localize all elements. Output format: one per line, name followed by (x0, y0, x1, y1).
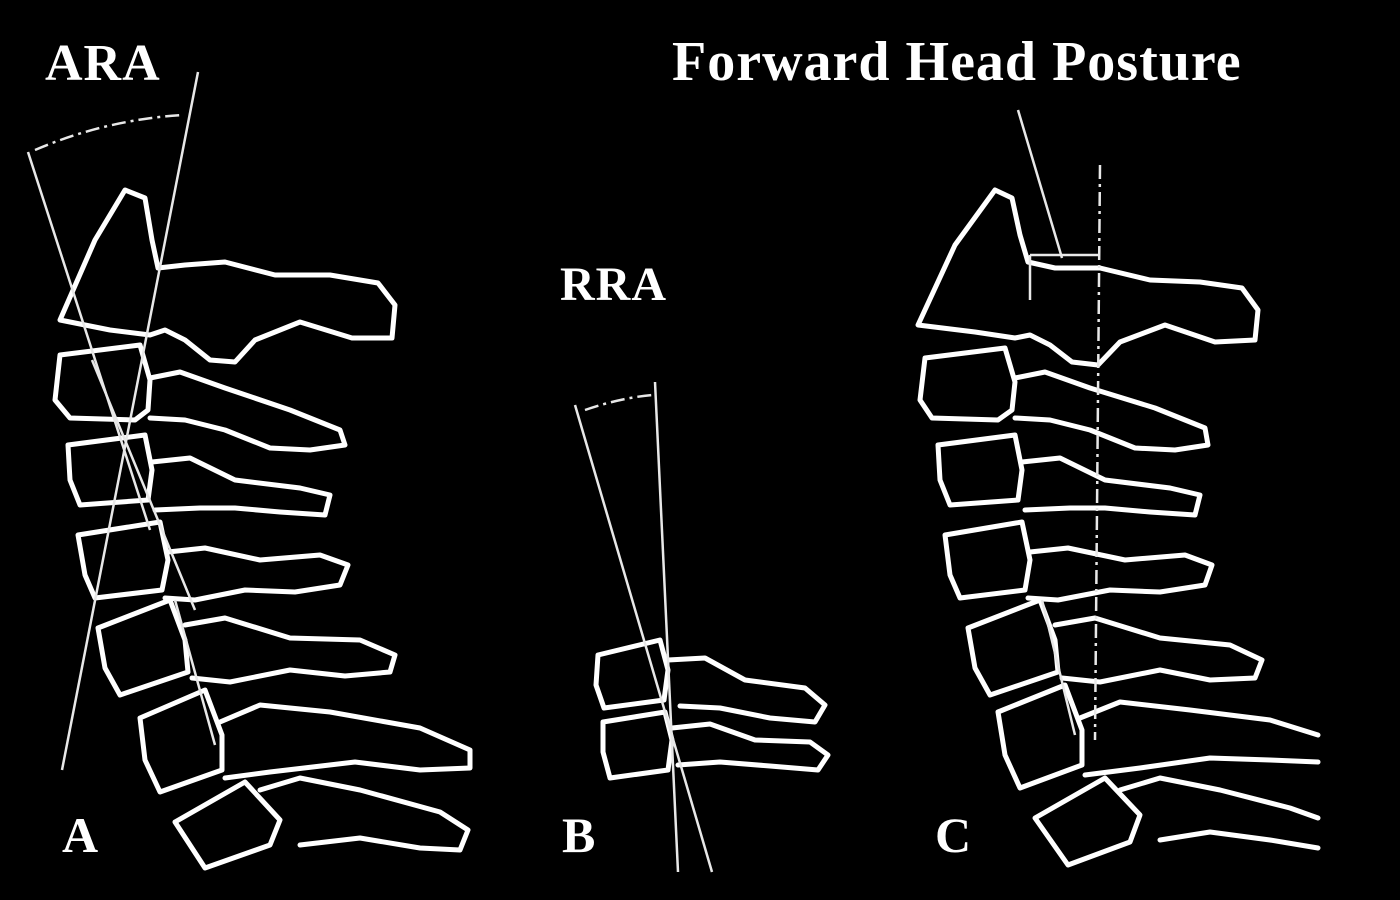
panel-c-c7-process (1077, 699, 1321, 778)
panel-a-c5-process (162, 545, 351, 603)
panel-b-rra-right-line (653, 381, 680, 873)
panel-c-c5-vertebra (942, 519, 1033, 601)
panel-a-c2-tangent (90, 359, 197, 611)
panel-a-c4-vertebra (65, 432, 155, 508)
panel-a-c4-process (149, 455, 333, 518)
panel-a-letter: A (62, 807, 98, 863)
panel-c-ear-line (1016, 109, 1064, 259)
panel-a (26, 71, 473, 871)
panel-a-t1-process (257, 775, 471, 853)
panel-a-t1-vertebra (172, 779, 283, 871)
panel-c-c7-tangent (1040, 599, 1077, 736)
panel-a-ara-angle-arc (34, 113, 183, 152)
panel-c-c5-process (1025, 545, 1215, 603)
panel-a-c3-vertebra (52, 342, 153, 423)
panel-c-c4-vertebra (935, 432, 1025, 508)
panel-a-c2-vertebra (57, 187, 398, 365)
panel-c-c2-vertebra (915, 187, 1261, 368)
panel-c-c2-box (1028, 253, 1098, 300)
panel-c-c6-vertebra (965, 597, 1061, 698)
panel-b-lower-vertebra (600, 709, 675, 781)
panel-c-c7-vertebra (995, 682, 1085, 791)
panel-c-letter: C (935, 807, 971, 863)
ara-label: ARA (45, 35, 161, 92)
panel-b-rra-angle-arc (584, 393, 653, 412)
rra-label: RRA (560, 258, 667, 311)
panel-b-upper-vertebra (593, 637, 671, 711)
panel-b-lower-process (669, 721, 831, 773)
panel-a-c7-vertebra (137, 687, 225, 795)
panel-c-plumb-line (1093, 164, 1102, 741)
panel-a-c3-process (147, 369, 348, 453)
panel-c-t1-vertebra (1032, 775, 1143, 868)
panel-c-c6-process (1052, 615, 1265, 685)
panel-a-ara-anterior-line (26, 151, 152, 531)
panel-a-c6-vertebra (95, 597, 191, 698)
panel-c-c3-process (1012, 369, 1211, 453)
panel-c-t1-process (1117, 775, 1321, 851)
forward-head-posture-label: Forward Head Posture (672, 31, 1242, 93)
panel-a-c6-process (182, 615, 398, 685)
panel-a-ara-posterior-line (60, 71, 200, 771)
panel-c-c4-process (1019, 455, 1203, 518)
panel-c-c3-vertebra (917, 345, 1018, 423)
panel-a-c7-tangent (173, 599, 217, 746)
panel-b (573, 381, 831, 873)
panel-a-c5-vertebra (75, 519, 171, 601)
panel-b-rra-left-line (573, 404, 714, 873)
panel-b-upper-process (665, 655, 828, 725)
panel-b-letter: B (562, 807, 595, 863)
panel-a-c7-process (217, 702, 473, 781)
panel-c (915, 109, 1321, 868)
